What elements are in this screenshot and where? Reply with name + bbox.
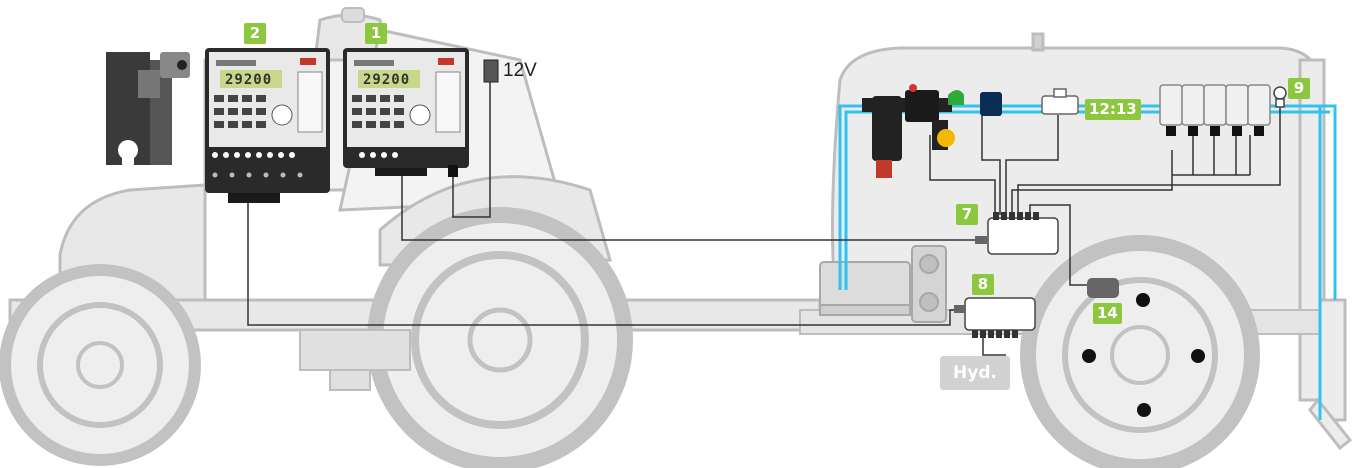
badge-junction-8: 8: [972, 274, 994, 295]
sprayer-wheel: [1020, 235, 1260, 468]
badge-flow-12-13: 12:13: [1085, 99, 1141, 120]
section-valve-actuators: [1166, 126, 1264, 136]
console-1: [343, 48, 469, 177]
pump: [819, 245, 947, 323]
hitch: [299, 329, 411, 391]
section-valves: [1159, 84, 1271, 126]
badge-console-2: 2: [244, 23, 266, 44]
badge-pressure-9: 9: [1288, 78, 1310, 99]
badge-junction-7: 7: [956, 204, 978, 225]
console-2-display: 29200: [225, 72, 273, 88]
hydraulics-box: Hyd.: [940, 356, 1010, 390]
power-label: 12V: [503, 60, 537, 81]
junction-box-8: [954, 297, 1036, 338]
pressure-sensor: [1273, 86, 1287, 108]
power-supply: [483, 59, 499, 83]
flow-meter: [1041, 88, 1079, 115]
wheel-sensor-magnets: [1082, 293, 1205, 417]
front-wheel: [0, 264, 201, 466]
junction-box-7: [975, 212, 1059, 255]
badge-console-1: 1: [365, 23, 387, 44]
rear-wheel: [367, 207, 633, 468]
badge-speed-14: 14: [1093, 303, 1122, 324]
console-1-display: 29200: [363, 72, 411, 88]
console-2: [205, 48, 330, 203]
speed-sensor: [1087, 278, 1119, 298]
console-bracket: [106, 52, 190, 166]
valve-assembly: [862, 84, 1002, 178]
exhaust-stack: [341, 7, 365, 23]
